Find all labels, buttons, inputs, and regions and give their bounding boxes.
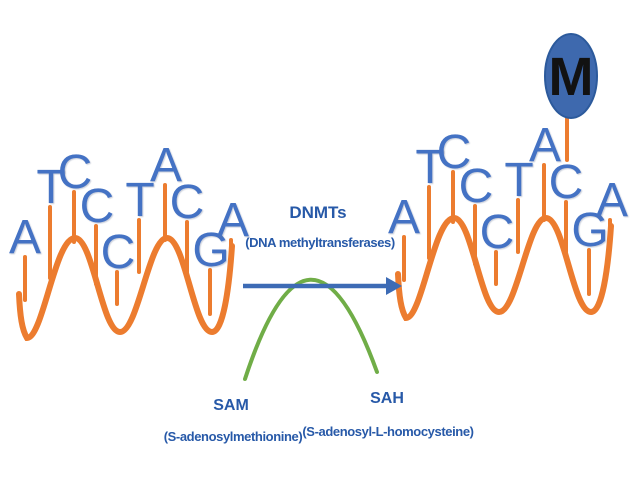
reaction-arrow — [243, 277, 402, 295]
sam-label: SAM — [213, 397, 249, 414]
sah-full-label: (S-adenosyl-L-homocysteine) — [302, 424, 473, 439]
enzyme-full-name: (DNA methyltransferases) — [245, 235, 395, 250]
nucleotide-base-a: A — [596, 174, 628, 227]
nucleotide-base-a: A — [388, 191, 420, 244]
nucleotide-base-g: G — [571, 204, 608, 257]
nucleotide-base-g: G — [192, 224, 229, 277]
nucleotide-base-c: C — [480, 206, 515, 259]
methyl-label: M — [549, 47, 594, 107]
methyl-group-badge: M — [544, 33, 598, 119]
cofactor-conversion-arc — [243, 277, 379, 381]
nucleotide-base-a: A — [150, 139, 182, 192]
nucleotide-base-c: C — [80, 180, 115, 233]
nucleotide-base-c: C — [459, 160, 494, 213]
nucleotide-base-c: C — [437, 126, 472, 179]
nucleotide-base-t: T — [36, 161, 65, 214]
reaction-arrow-head — [386, 277, 402, 295]
dna-backbone-wave — [16, 234, 235, 342]
methyl-circle — [544, 33, 598, 119]
nucleotide-base-c: C — [101, 226, 136, 279]
nucleotide-base-t: T — [504, 154, 533, 207]
nucleotide-base-c: C — [58, 146, 93, 199]
nucleotide-base-a: A — [217, 194, 249, 247]
sah-label: SAH — [370, 390, 404, 407]
nucleotide-base-a: A — [9, 211, 41, 264]
nucleotide-base-t: T — [415, 141, 444, 194]
nucleotide-base-c: C — [549, 156, 584, 209]
nucleotide-base-t: T — [125, 174, 154, 227]
enzyme-name: DNMTs — [289, 203, 346, 222]
nucleotide-base-a: A — [529, 119, 561, 172]
dna-backbone-wave — [395, 214, 614, 322]
nucleotide-base-c: C — [170, 176, 205, 229]
sam-full-label: (S-adenosylmethionine) — [164, 429, 303, 444]
